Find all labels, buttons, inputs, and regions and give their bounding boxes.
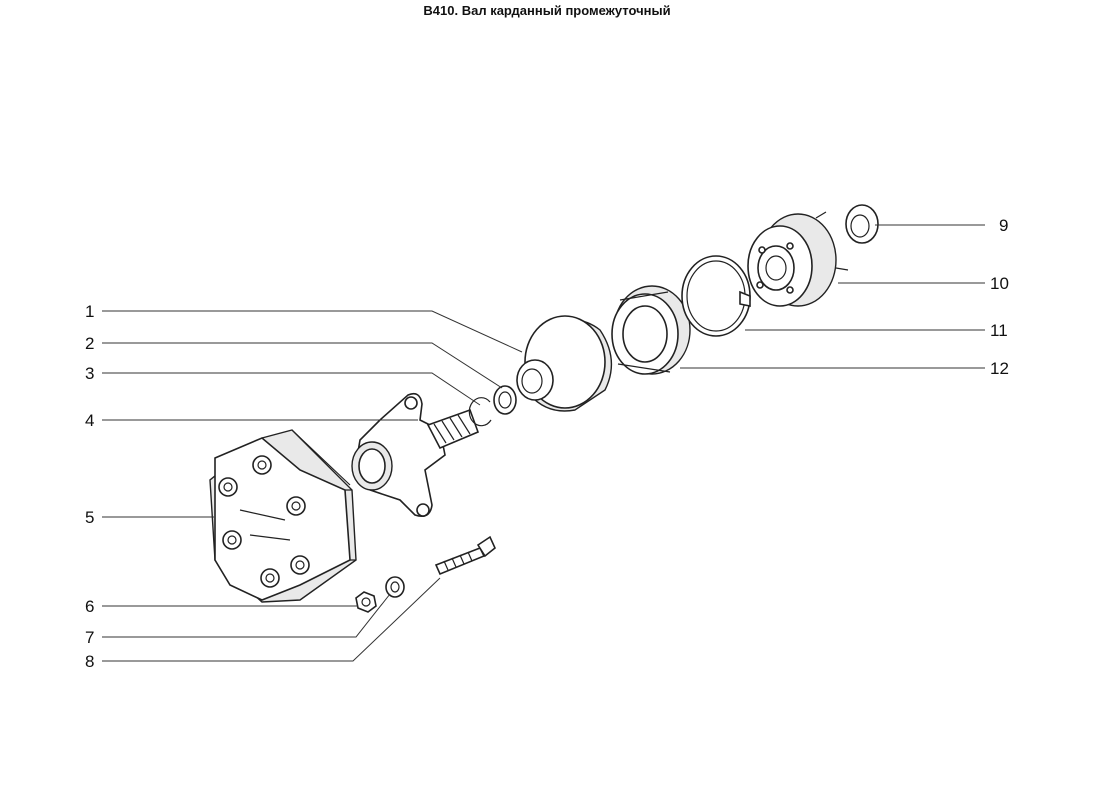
callout-3: 3 <box>85 364 94 383</box>
callout-numbers: 1 2 3 4 5 6 7 8 9 10 11 12 <box>85 216 1009 671</box>
part-11-clamp-band[interactable] <box>681 255 751 337</box>
callout-12: 12 <box>990 359 1009 378</box>
callout-8: 8 <box>85 652 94 671</box>
callout-9: 9 <box>999 216 1008 235</box>
part-12-bearing-ring[interactable] <box>611 285 691 375</box>
leader-line-1 <box>102 310 523 353</box>
callout-10: 10 <box>990 274 1009 293</box>
part-10-joint-hub[interactable] <box>747 211 849 307</box>
page-title: B410. Вал карданный промежуточный <box>423 3 671 18</box>
callout-1: 1 <box>85 302 94 321</box>
callout-2: 2 <box>85 334 94 353</box>
part-4-flange-shaft[interactable] <box>351 392 480 518</box>
leader-line-7 <box>102 593 391 638</box>
part-2-clamp[interactable] <box>493 385 517 415</box>
part-8-bolt[interactable] <box>434 535 496 576</box>
part-1-housing[interactable] <box>516 315 613 412</box>
callout-4: 4 <box>85 411 94 430</box>
callout-6: 6 <box>85 597 94 616</box>
leader-line-8 <box>102 577 441 662</box>
part-5-flexible-coupling[interactable] <box>209 429 357 603</box>
callout-5: 5 <box>85 508 94 527</box>
part-9-bearing-cup[interactable] <box>845 204 879 244</box>
leader-lines <box>102 224 985 662</box>
callout-7: 7 <box>85 628 94 647</box>
callout-11: 11 <box>990 321 1008 340</box>
leader-line-3 <box>102 372 481 406</box>
leader-line-2 <box>102 342 503 389</box>
part-7-washer[interactable] <box>385 576 405 598</box>
part-6-nut[interactable] <box>355 591 377 613</box>
part-3-snap-ring[interactable] <box>468 397 492 427</box>
